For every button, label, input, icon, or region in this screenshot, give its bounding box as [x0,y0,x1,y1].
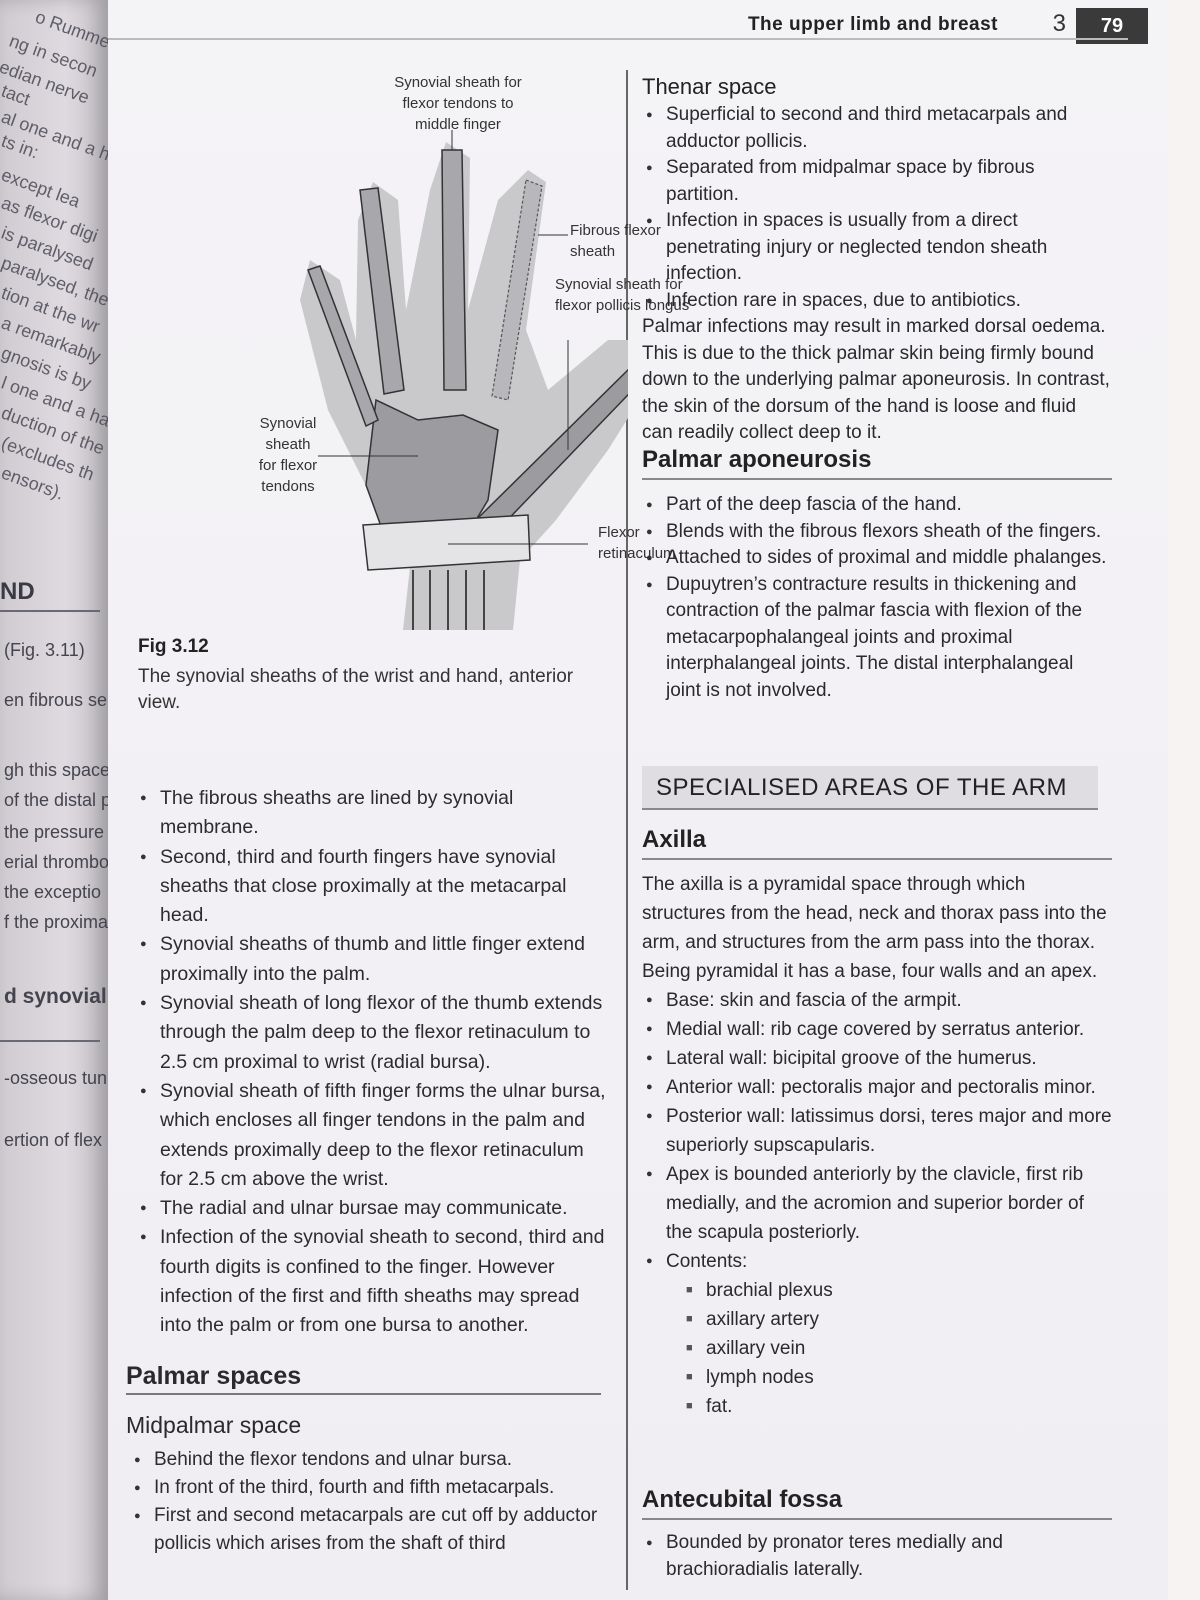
axilla-contents-list: brachial plexus axillary artery axillary… [682,1276,1112,1421]
label-fibrous-sheath: Fibrous flexor sheath [570,222,661,260]
list-item: Contents: [642,1247,1112,1276]
adjacent-heading: d synovial [4,985,107,1008]
list-item: The fibrous sheaths are lined by synovia… [136,784,606,843]
list-item: The radial and ulnar bursae may communic… [136,1194,606,1224]
thenar-paragraph: Palmar infections may result in marked d… [642,316,1110,443]
sheath-bullet-list: The fibrous sheaths are lined by synovia… [136,784,606,1341]
list-item: Infection of the synovial sheath to seco… [136,1223,606,1340]
adjacent-text: en fibrous sep [4,690,108,710]
index-finger-sheath [491,179,543,401]
list-item: Behind the flexor tendons and ulnar burs… [130,1446,600,1474]
list-item: lymph nodes [682,1363,1112,1392]
antecubital-section: Antecubital fossa Bounded by pronator te… [642,1486,1112,1583]
list-item: Synovial sheath of long flexor of the th… [136,989,606,1077]
adjacent-text: of the distal p [4,790,108,810]
list-item: Medial wall: rib cage covered by serratu… [642,1015,1112,1044]
adjacent-heading: ND [0,578,35,605]
midpalmar-bullet-list: Behind the flexor tendons and ulnar burs… [130,1446,600,1558]
specialised-section: SPECIALISED AREAS OF THE ARM [642,766,1112,810]
adjacent-text: the pressure [4,822,105,842]
subheading-thenar-space: Thenar space [642,74,777,99]
section-band-specialised-areas: SPECIALISED AREAS OF THE ARM [642,766,1098,810]
list-item: Second, third and fourth fingers have sy… [136,843,606,931]
header-rule [108,38,1128,40]
list-item: Infection rare in spaces, due to antibio… [642,288,1112,315]
axilla-section: Axilla The axilla is a pyramidal space t… [642,826,1112,1421]
flexor-retinaculum-band [362,514,531,571]
list-item: In front of the third, fourth and fifth … [130,1474,600,1502]
thenar-bullet-list: Superficial to second and third metacarp… [642,102,1112,314]
adjacent-text: -osseous tun [4,1068,108,1088]
running-title: The upper limb and breast [747,14,998,35]
list-item: Synovial sheath of fifth finger forms th… [136,1077,606,1194]
list-item: Base: skin and fascia of the armpit. [642,986,1112,1015]
section-heading-antecubital-fossa: Antecubital fossa [642,1486,1112,1520]
list-item: Part of the deep fascia of the hand. [642,492,1112,519]
section-heading-palmar-spaces: Palmar spaces [126,1362,601,1395]
list-item: Synovial sheaths of thumb and little fin… [136,930,606,989]
list-item: axillary vein [682,1334,1112,1363]
antecubital-bullet-list: Bounded by pronator teres medially and b… [642,1530,1112,1583]
axilla-paragraph: The axilla is a pyramidal space through … [642,874,1107,982]
thenar-section: Thenar space Superficial to second and t… [642,74,1112,447]
forearm-tendons [412,570,485,630]
running-header: The upper limb and breast 3 79 [747,8,1148,44]
subheading-midpalmar-space: Midpalmar space [126,1412,302,1438]
list-item: Dupuytren’s contracture results in thick… [642,572,1112,705]
label-middle-sheath: Synovial sheath for flexor tendons to mi… [394,74,522,133]
list-item: Anterior wall: pectoralis major and pect… [642,1073,1112,1102]
list-item: Infection in spaces is usually from a di… [642,208,1112,288]
axilla-bullet-list: Base: skin and fascia of the armpit. Med… [642,986,1112,1276]
list-item: fat. [682,1392,1112,1421]
adjacent-page-edge: o Rumme ng in secon edian nerve tact al … [0,0,108,1600]
figure-hand-illustration: Synovial sheath for flexor tendons to mi… [208,70,689,640]
adjacent-text: the exceptio [4,882,102,902]
section-heading-axilla: Axilla [642,826,1112,860]
list-item: Attached to sides of proximal and middle… [642,545,1112,572]
adjacent-text: (Fig. 3.11) [4,640,85,660]
hand-diagram [300,130,628,630]
middle-finger-sheath [441,149,467,391]
figure-number: Fig 3.12 [138,636,209,657]
list-item: Lateral wall: bicipital groove of the hu… [642,1044,1112,1073]
list-item: Apex is bounded anteriorly by the clavic… [642,1160,1112,1247]
label-flexor-tendon-sheath: Synovial sheath for flexor tendons [258,415,318,495]
list-item: brachial plexus [682,1276,1112,1305]
list-item: First and second metacarpals are cut off… [130,1502,600,1558]
adjacent-text: ertion of flex [4,1130,103,1150]
list-item: Bounded by pronator teres medially and b… [642,1530,1112,1583]
section-heading-palmar-aponeurosis: Palmar aponeurosis [642,446,1112,480]
adjacent-text: gh this space a [4,760,108,780]
adjacent-text: f the proximal [4,912,108,932]
list-item: Separated from midpalmar space by fibrou… [642,155,1112,208]
list-item: Superficial to second and third metacarp… [642,102,1112,155]
aponeurosis-bullet-list: Part of the deep fascia of the hand. Ble… [642,492,1112,704]
little-finger-sheath [307,265,379,428]
column-divider [626,70,628,1590]
ulnar-bursa [365,398,499,551]
chapter-number: 3 [1052,10,1066,37]
ring-finger-sheath [359,187,405,395]
list-item: axillary artery [682,1305,1112,1334]
figure-caption: The synovial sheaths of the wrist and ha… [138,666,574,713]
book-page: The upper limb and breast 3 79 [108,0,1168,1600]
list-item: Blends with the fibrous flexors sheath o… [642,519,1112,546]
aponeurosis-section: Palmar aponeurosis Part of the deep fasc… [642,446,1112,704]
adjacent-text: erial thrombo [4,852,108,872]
list-item: Posterior wall: latissimus dorsi, teres … [642,1102,1112,1160]
